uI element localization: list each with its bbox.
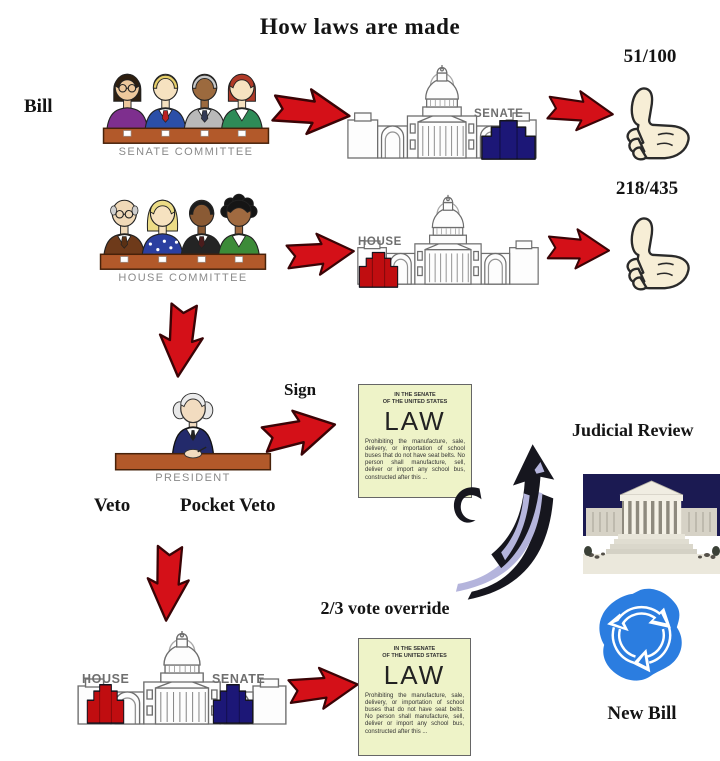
thumbs-up-icon — [610, 80, 702, 168]
president-illustration — [114, 392, 272, 471]
house-wing-icon — [358, 250, 399, 288]
down-arrow-icon — [144, 544, 192, 624]
down-arrow-icon — [155, 301, 207, 381]
house-wing-icon — [86, 682, 125, 724]
law-document: IN THE SENATE OF THE UNITED STATES LAW P… — [358, 384, 472, 498]
supreme-court-image — [583, 474, 720, 574]
law-doc-header: IN THE SENATE OF THE UNITED STATES — [382, 646, 447, 660]
flow-arrow-icon — [546, 226, 612, 271]
page-title: How laws are made — [259, 14, 461, 39]
flow-arrow-icon — [286, 662, 362, 713]
law-doc-body: Prohibiting the manufacture, sale, deliv… — [365, 692, 464, 735]
committee-member — [220, 73, 264, 131]
flow-arrow-icon — [545, 87, 617, 136]
new-bill-recycle-icon — [599, 588, 682, 681]
house-committee-illustration — [99, 193, 267, 270]
house-vote-tally: 218/435 — [615, 178, 679, 199]
judicial-review-label: Judicial Review — [572, 420, 694, 440]
law-doc-header: IN THE SENATE OF THE UNITED STATES — [382, 392, 448, 406]
committee-member — [180, 199, 223, 257]
override-senate-label: SENATE — [212, 672, 266, 686]
senate-wing-icon — [480, 118, 537, 160]
committee-member — [141, 199, 184, 257]
law-doc-body: Prohibiting the manufacture, sale, deliv… — [365, 438, 465, 481]
bill-label: Bill — [24, 96, 53, 117]
committee-member — [106, 73, 149, 131]
committee-member — [103, 199, 146, 257]
committee-member — [183, 73, 226, 131]
override-house-label: HOUSE — [82, 672, 130, 686]
new-bill-label: New Bill — [607, 703, 677, 724]
house-chamber-label: HOUSE — [358, 236, 402, 248]
committee-member — [217, 193, 261, 257]
thumbs-up-icon — [610, 210, 702, 298]
committee-desk — [102, 127, 270, 144]
senate-vote-tally: 51/100 — [623, 46, 677, 67]
law-doc-title: LAW — [384, 406, 446, 437]
senate-wing-icon — [212, 682, 254, 724]
senate-chamber-label: SENATE — [474, 108, 524, 120]
committee-desk — [99, 253, 267, 270]
flow-arrow-icon — [270, 84, 355, 140]
law-document: IN THE SENATE OF THE UNITED STATES LAW P… — [358, 638, 471, 756]
house-committee-caption: HOUSE COMMITTEE — [118, 272, 248, 284]
override-label: 2/3 vote override — [320, 598, 450, 618]
sign-label: Sign — [284, 380, 317, 399]
law-doc-title: LAW — [383, 660, 446, 691]
veto-label: Veto — [94, 495, 131, 516]
senate-committee-caption: SENATE COMMITTEE — [118, 146, 254, 158]
senate-committee-illustration — [102, 73, 270, 144]
president-caption: PRESIDENT — [155, 472, 231, 484]
flow-arrow-icon — [284, 229, 358, 279]
committee-member — [144, 73, 187, 131]
pocket-veto-label: Pocket Veto — [180, 495, 276, 516]
judicial-review-arrows-icon — [453, 444, 555, 600]
